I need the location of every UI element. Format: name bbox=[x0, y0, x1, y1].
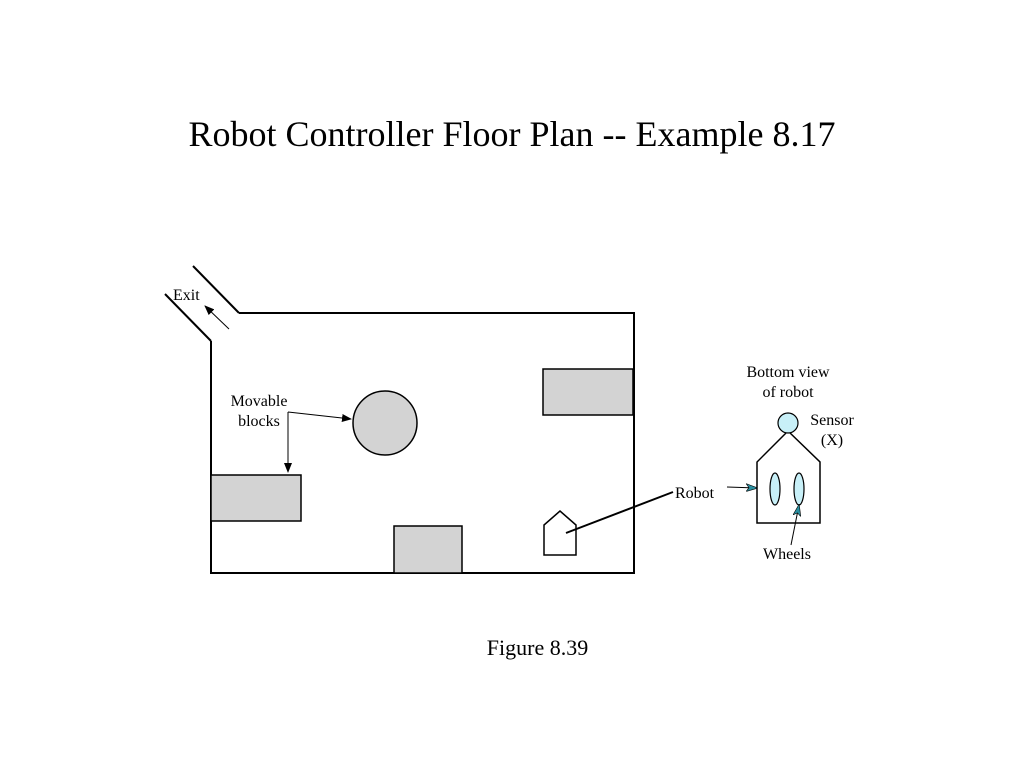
movable-blocks-label-line2: blocks bbox=[238, 413, 280, 430]
sensor-label-line2: (X) bbox=[821, 432, 843, 449]
slide-title: Robot Controller Floor Plan -- Example 8… bbox=[188, 114, 836, 154]
exit-wall-upper bbox=[192, 265, 240, 314]
movable-blocks-label-line1: Movable bbox=[231, 393, 288, 410]
bottom-view-label-line2: of robot bbox=[762, 384, 814, 401]
block-top-right bbox=[542, 368, 634, 416]
exit-wall-lower bbox=[164, 293, 212, 342]
robot-label-arrow bbox=[726, 487, 757, 488]
exit-label: Exit bbox=[173, 287, 200, 304]
block-round bbox=[352, 390, 418, 456]
robot-label: Robot bbox=[675, 485, 715, 502]
bottom-view-label-line1: Bottom view bbox=[746, 364, 830, 381]
robot-in-room bbox=[543, 510, 577, 556]
wheels-label: Wheels bbox=[763, 546, 811, 563]
robot-bottom-view-body bbox=[756, 429, 821, 524]
wheels-pointer bbox=[790, 505, 799, 546]
robot-pointer-line bbox=[565, 491, 674, 534]
sensor-circle bbox=[777, 412, 799, 434]
exit-arrow bbox=[204, 305, 230, 330]
movable-pointer-right bbox=[287, 411, 352, 422]
wheel-left bbox=[769, 472, 781, 506]
figure-caption: Figure 8.39 bbox=[486, 635, 589, 660]
block-bottom bbox=[393, 525, 463, 574]
wheel-right bbox=[793, 472, 805, 506]
sensor-label-line1: Sensor bbox=[810, 412, 854, 429]
block-left bbox=[210, 474, 302, 522]
